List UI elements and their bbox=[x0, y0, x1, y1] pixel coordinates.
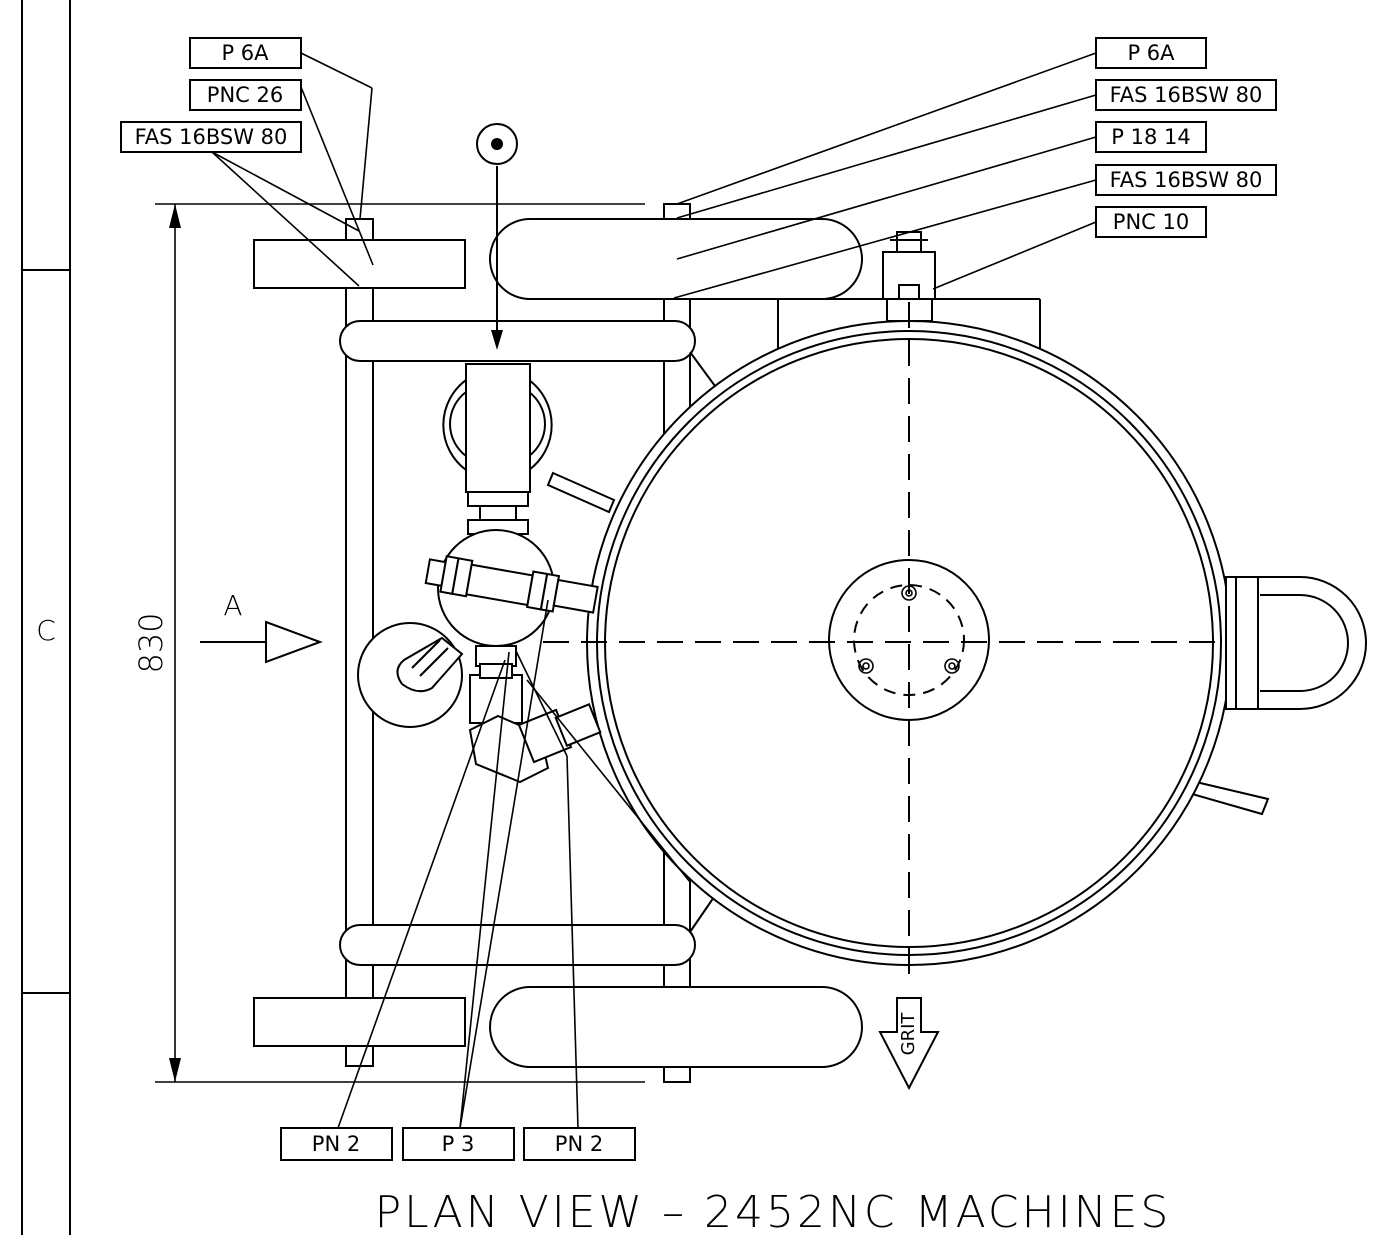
svg-text:PN 2: PN 2 bbox=[312, 1132, 360, 1156]
svg-text:P 3: P 3 bbox=[442, 1132, 475, 1156]
dimension-value: 830 bbox=[132, 612, 170, 673]
callout-tag: FAS 16BSW 80 bbox=[120, 121, 302, 153]
drawing-title: PLAN VIEW – 2452NC MACHINES bbox=[375, 1187, 1172, 1235]
svg-text:P 18 14: P 18 14 bbox=[1111, 125, 1190, 149]
callout-tags: P 6A PNC 26 FAS 16BSW 80 P 6A FAS 16BSW … bbox=[120, 37, 1277, 1161]
callout-tag: P 6A bbox=[189, 37, 302, 69]
svg-text:P 6A: P 6A bbox=[1127, 41, 1175, 65]
leader-lines bbox=[211, 52, 1097, 1129]
svg-text:FAS 16BSW 80: FAS 16BSW 80 bbox=[1110, 83, 1263, 107]
callout-tag: PN 2 bbox=[280, 1127, 393, 1161]
callout-tag: P 18 14 bbox=[1095, 121, 1207, 153]
callout-tag: PNC 10 bbox=[1095, 206, 1207, 238]
view-arrow bbox=[200, 620, 323, 664]
svg-text:P 6A: P 6A bbox=[221, 41, 269, 65]
callout-tag: P 6A bbox=[1095, 37, 1207, 69]
svg-text:FAS 16BSW 80: FAS 16BSW 80 bbox=[135, 125, 288, 149]
svg-text:PN 2: PN 2 bbox=[555, 1132, 603, 1156]
callout-tag: PNC 26 bbox=[189, 79, 302, 111]
drum bbox=[543, 302, 1250, 982]
svg-text:FAS 16BSW 80: FAS 16BSW 80 bbox=[1110, 168, 1263, 192]
callout-tag: P 3 bbox=[402, 1127, 515, 1161]
top-bracket bbox=[690, 231, 1041, 362]
inlet-fitting bbox=[442, 123, 553, 535]
callout-tag: FAS 16BSW 80 bbox=[1095, 79, 1277, 111]
callout-tag: FAS 16BSW 80 bbox=[1095, 164, 1277, 196]
zone-letter: C bbox=[36, 614, 56, 647]
dimension-830 bbox=[155, 203, 645, 1083]
grit-label: GRIT bbox=[898, 1012, 919, 1056]
view-marker-label: A bbox=[223, 589, 242, 622]
grit-arrow bbox=[878, 997, 940, 1091]
svg-text:PNC 26: PNC 26 bbox=[207, 83, 283, 107]
right-handle bbox=[1225, 576, 1367, 710]
callout-tag: PN 2 bbox=[523, 1127, 636, 1161]
valve-cluster bbox=[357, 529, 602, 784]
zone-border bbox=[21, 0, 71, 1235]
svg-text:PNC 10: PNC 10 bbox=[1113, 210, 1189, 234]
